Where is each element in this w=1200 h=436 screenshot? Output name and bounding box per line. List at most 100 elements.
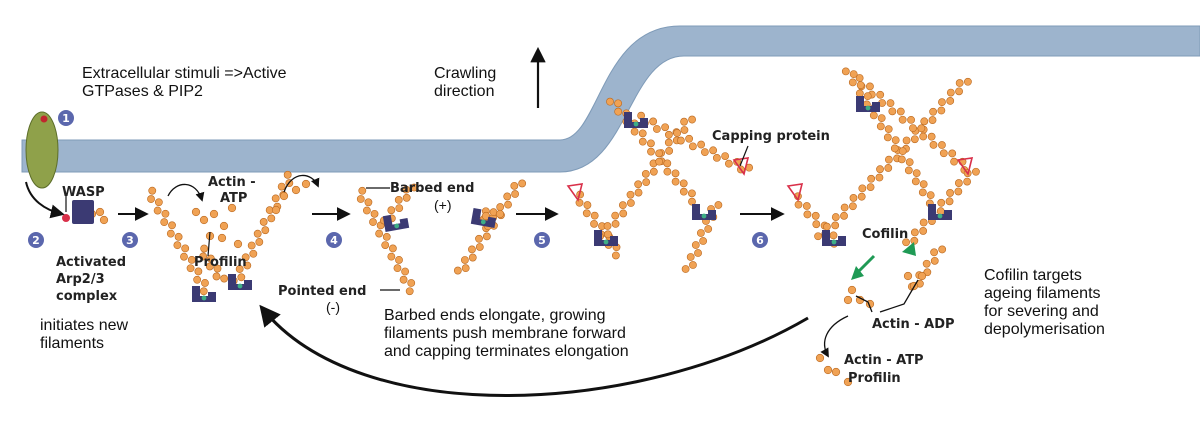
actin-subunit [271, 194, 280, 203]
actin-subunit [691, 241, 700, 249]
crawling-label-2: direction [434, 83, 494, 100]
arp23-complex-icon [856, 96, 880, 112]
actin-subunit [655, 157, 664, 166]
profilin-top-label: Profilin [194, 255, 247, 270]
actin-subunit [619, 209, 628, 218]
stimuli-label-1: Extracellular stimuli =>Active [82, 65, 287, 82]
actin-subunit [261, 226, 270, 235]
actin-subunit [849, 194, 858, 202]
actin-subunit [364, 198, 373, 207]
actin-subunit [724, 159, 733, 168]
actin-subunit [950, 157, 958, 166]
capping-protein-pointer [739, 145, 749, 167]
actin-subunit [160, 218, 169, 227]
plus-label: (+) [434, 197, 452, 213]
actin-subunit [803, 210, 812, 219]
arrow-receptor-to-wasp-icon [25, 181, 65, 219]
actin-subunit [575, 198, 584, 207]
actin-subunit [604, 230, 612, 239]
actin-subunit [919, 218, 928, 227]
actin-subunit [883, 133, 892, 142]
actin-adp-connector-right-icon [879, 279, 919, 313]
actin-subunit [884, 164, 893, 172]
actin-subunit [831, 221, 840, 230]
step-badge-label: 3 [126, 234, 134, 247]
actin-subunit [626, 190, 635, 199]
actin-subunit [638, 137, 647, 146]
actin-subunit [614, 107, 623, 116]
actin-subunit [614, 99, 623, 108]
actin-subunit [387, 206, 396, 215]
activated-label-3: complex [56, 289, 118, 304]
actin-subunit [946, 97, 955, 105]
actin-subunit [255, 238, 264, 246]
actin-subunit [181, 244, 190, 253]
actin-subunit [147, 195, 155, 203]
actin-subunit [249, 249, 258, 258]
actin-subunit [247, 241, 256, 250]
actin-subunit [955, 79, 964, 87]
wasp-icon [62, 214, 70, 222]
actin-subunit [199, 252, 208, 261]
actin-subunit [699, 237, 708, 245]
actin-subunit [402, 193, 411, 202]
actin-subunit [193, 275, 202, 284]
actin-atp-bottom-label: Actin - ATP [844, 353, 924, 368]
actin-monomer [99, 215, 109, 225]
actin-monomer [495, 209, 505, 219]
actin-monomer [843, 377, 853, 387]
step-badge-2: 2 [28, 232, 44, 248]
actin-monomer [191, 207, 201, 217]
actin-subunit [712, 153, 721, 162]
actin-subunit [896, 107, 905, 116]
cofilin-caption-3: for severing and [984, 303, 1099, 320]
actin-subunit [496, 203, 505, 211]
actin-monomer [847, 285, 857, 295]
actin-subunit [917, 124, 926, 133]
actin-subunit [685, 134, 694, 143]
actin-subunit [482, 232, 491, 241]
actin-subunit [611, 251, 620, 260]
actin-monomer [279, 191, 289, 201]
actin-monomer [233, 239, 243, 249]
actin-subunit [187, 255, 196, 264]
actin-monomer [301, 179, 311, 189]
actin-subunit [891, 136, 900, 145]
step-badge-label: 1 [62, 112, 70, 125]
actin-subunit [856, 81, 865, 90]
actin-subunit [946, 88, 955, 97]
actin-subunit [673, 129, 682, 137]
actin-subunit [407, 279, 416, 287]
actin-subunit [831, 213, 840, 221]
actin-subunit [649, 167, 658, 176]
actin-monomer [823, 365, 833, 375]
actin-subunit [671, 177, 680, 186]
actin-subunit [680, 117, 688, 126]
wasp-arp23-complex-icon [72, 200, 94, 224]
actin-subunit [794, 200, 803, 209]
actin-subunit [401, 267, 410, 276]
capping-protein-icon [732, 157, 750, 176]
step-badge-label: 5 [538, 234, 546, 247]
actin-subunit [259, 218, 268, 226]
minus-label: (-) [326, 299, 340, 315]
initiates-label-1: initiates new [40, 317, 128, 334]
actin-subunit [664, 138, 673, 147]
actin-monomer [199, 215, 209, 225]
actin-subunit [642, 178, 651, 187]
actin-monomer [843, 295, 853, 305]
actin-subunit [647, 147, 655, 156]
actin-subunit [848, 78, 857, 87]
actin-subunit [402, 185, 411, 194]
actin-subunit [399, 275, 408, 284]
arp23-complexes [192, 96, 952, 302]
actin-subunit [709, 146, 718, 155]
actin-subunit [938, 141, 946, 149]
actin-subunit [919, 132, 928, 141]
actin-subunit [511, 190, 520, 198]
actin-subunit [688, 142, 697, 151]
actin-monomer [291, 185, 301, 195]
actin-subunit [918, 188, 927, 197]
actin-subunit [886, 99, 895, 108]
